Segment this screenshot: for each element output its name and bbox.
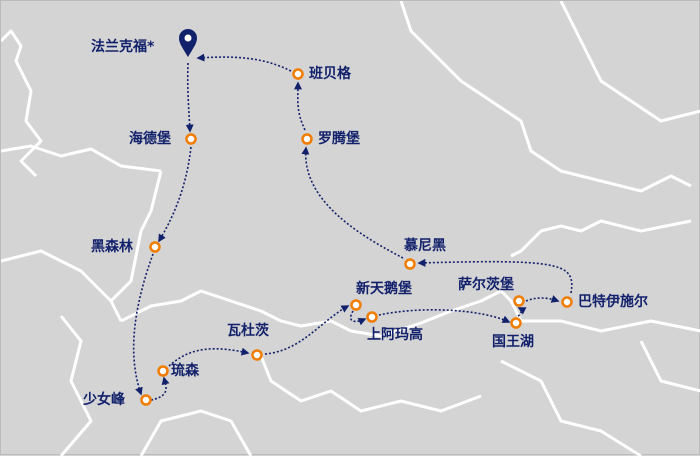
label-heidelberg: 海德堡 xyxy=(129,131,171,147)
marker-bad-ischl[interactable] xyxy=(561,296,573,308)
label-bamberg: 班贝格 xyxy=(309,66,351,82)
marker-neuschwanstein[interactable] xyxy=(350,299,362,311)
label-rothenburg: 罗腾堡 xyxy=(318,131,360,147)
map-pin-icon[interactable] xyxy=(179,29,197,57)
start-label: 法兰克福* xyxy=(91,39,155,55)
marker-jungfrau[interactable] xyxy=(140,394,152,406)
label-koenigssee: 国王湖 xyxy=(492,334,534,350)
marker-salzburg[interactable] xyxy=(513,295,525,307)
marker-heidelberg[interactable] xyxy=(185,133,197,145)
label-jungfrau: 少女峰 xyxy=(83,392,125,408)
marker-lucerne[interactable] xyxy=(157,365,169,377)
marker-bamberg[interactable] xyxy=(292,68,304,80)
label-bad-ischl: 巴特伊施尔 xyxy=(578,294,648,310)
marker-rothenburg[interactable] xyxy=(301,133,313,145)
label-vaduz: 瓦杜茨 xyxy=(227,323,269,339)
stop-markers xyxy=(140,68,573,406)
label-salzburg: 萨尔茨堡 xyxy=(458,277,514,293)
marker-vaduz[interactable] xyxy=(251,349,263,361)
route-line xyxy=(132,53,573,401)
label-lucerne: 琉森 xyxy=(171,363,199,379)
label-oberammergau: 上阿玛高 xyxy=(367,327,423,343)
marker-munich[interactable] xyxy=(404,258,416,270)
label-neuschwanstein: 新天鹅堡 xyxy=(356,281,412,297)
marker-oberammergau[interactable] xyxy=(366,311,378,323)
label-munich: 慕尼黑 xyxy=(404,238,446,254)
label-black-forest: 黑森林 xyxy=(91,239,133,255)
marker-black-forest[interactable] xyxy=(149,241,161,253)
marker-koenigssee[interactable] xyxy=(510,317,522,329)
